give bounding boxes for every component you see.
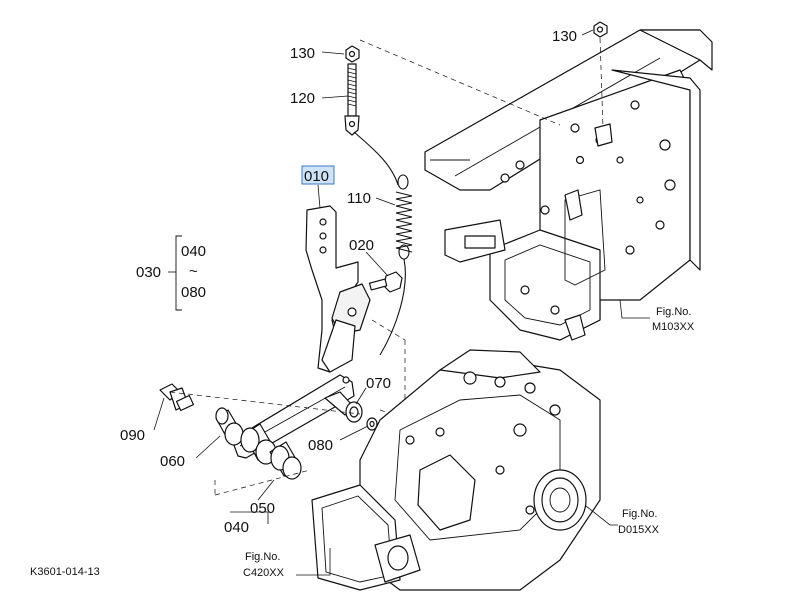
bushing-060 xyxy=(215,407,244,446)
callout-060: 060 xyxy=(160,453,185,470)
grease-fitting-090 xyxy=(159,383,195,412)
range-tilde: ~ xyxy=(189,263,198,280)
hex-nut-130-frame xyxy=(593,21,608,129)
callout-080: 080 xyxy=(308,437,333,454)
callout-130-frame: 130 xyxy=(552,28,577,45)
callout-010[interactable]: 010 xyxy=(304,168,329,185)
drawing-id: K3601-014-13 xyxy=(30,566,100,578)
callout-050: 050 xyxy=(250,500,275,517)
figref-m103-code[interactable]: M103XX xyxy=(652,321,695,333)
figref-c420-code[interactable]: C420XX xyxy=(243,567,285,579)
callout-020: 020 xyxy=(349,237,374,254)
callout-070: 070 xyxy=(366,375,391,392)
tension-spring-110 xyxy=(353,131,413,356)
figref-c420-label: Fig.No. xyxy=(245,551,280,563)
pin-070 xyxy=(324,391,363,423)
figref-m103-label: Fig.No. xyxy=(656,306,691,318)
leader-lines xyxy=(153,29,650,576)
transmission-case xyxy=(311,349,601,591)
main-frame-bracket xyxy=(424,29,713,341)
adjust-rod-120 xyxy=(344,39,561,136)
figref-d015-label: Fig.No. xyxy=(622,508,657,520)
callout-040: 040 xyxy=(224,519,249,536)
callout-130-rod: 130 xyxy=(290,45,315,62)
callout-010-highlight xyxy=(301,165,335,185)
lever-010 xyxy=(305,205,371,373)
callout-090: 090 xyxy=(120,427,145,444)
callout-120: 120 xyxy=(290,90,315,107)
figref-d015-code[interactable]: D015XX xyxy=(618,524,660,536)
bolt-020 xyxy=(368,271,403,293)
bushing-050 xyxy=(269,441,302,480)
range-end-080: 080 xyxy=(181,284,206,301)
callout-110: 110 xyxy=(347,190,371,207)
callout-030: 030 xyxy=(136,264,161,281)
washer-080 xyxy=(366,417,378,431)
range-bracket-030 xyxy=(168,235,182,311)
range-start-040: 040 xyxy=(181,243,206,260)
